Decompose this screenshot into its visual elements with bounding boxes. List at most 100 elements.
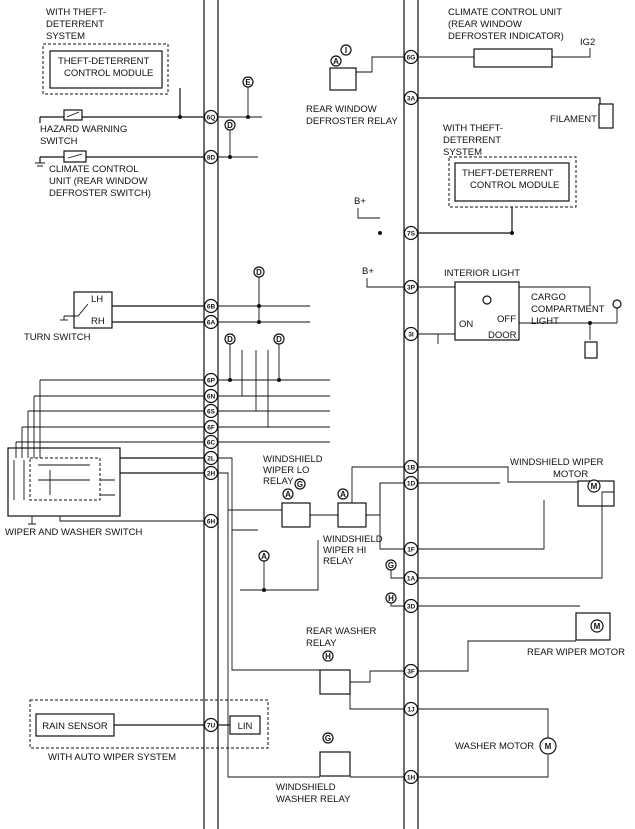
connector-3a: 3A <box>403 90 419 106</box>
wiper-motor-group: WINDSHIELD WIPER MOTOR M <box>418 457 615 579</box>
rain-sensor-group: RAIN SENSOR LIN WITH AUTO WIPER SYSTEM <box>29 699 269 763</box>
svg-text:6H: 6H <box>207 519 216 526</box>
svg-text:LIGHT: LIGHT <box>531 316 559 327</box>
svg-text:3F: 3F <box>407 669 415 676</box>
connector-3f: 3F <box>403 663 419 679</box>
svg-text:A: A <box>333 57 339 66</box>
connector-1d: 1D <box>403 475 419 491</box>
svg-text:3D: 3D <box>407 604 416 611</box>
svg-text:M: M <box>591 482 598 491</box>
interior-light-group: B+ INTERIOR LIGHT ON OFF DOOR CARGO COMP… <box>362 266 622 359</box>
svg-text:A: A <box>261 552 267 561</box>
svg-text:3A: 3A <box>407 96 416 103</box>
svg-text:D: D <box>276 335 282 344</box>
connector-1b: 1B <box>403 459 419 475</box>
connector-6h: 6H <box>203 513 219 529</box>
svg-text:WASHER MOTOR: WASHER MOTOR <box>455 741 534 752</box>
connector-3p: 3P <box>403 279 419 295</box>
connector-6q: 6Q <box>203 109 219 125</box>
rear-wiper-motor-group: M REAR WIPER MOTOR <box>418 605 625 672</box>
svg-text:CLIMATE CONTROL: CLIMATE CONTROL <box>49 164 139 175</box>
svg-text:B+: B+ <box>354 196 366 207</box>
theft-module-left-group: WITH THEFT- DETERRENT SYSTEM THEFT-DETER… <box>42 7 181 117</box>
svg-text:G: G <box>325 734 331 743</box>
svg-text:G: G <box>297 480 303 489</box>
svg-text:2L: 2L <box>207 456 215 463</box>
svg-text:ON: ON <box>459 319 473 330</box>
svg-text:FILAMENT: FILAMENT <box>550 114 597 125</box>
turn-switch-group: LH RH TURN SWITCH <box>24 291 204 343</box>
svg-text:SYSTEM: SYSTEM <box>443 147 482 158</box>
svg-text:WITH THEFT-: WITH THEFT- <box>443 123 503 134</box>
connector-1h: 1H <box>403 769 419 785</box>
connector-6p: 6P <box>203 372 219 388</box>
svg-text:RELAY: RELAY <box>323 556 354 567</box>
svg-text:A: A <box>285 490 291 499</box>
svg-text:WITH AUTO WIPER SYSTEM: WITH AUTO WIPER SYSTEM <box>48 752 176 763</box>
svg-text:D: D <box>256 268 262 277</box>
svg-text:UNIT (REAR WINDOW: UNIT (REAR WINDOW <box>49 176 148 187</box>
svg-text:RH: RH <box>91 316 105 327</box>
svg-text:RELAY: RELAY <box>306 638 337 649</box>
svg-text:IG2: IG2 <box>580 37 595 48</box>
theft-module-right-group: WITH THEFT- DETERRENT SYSTEM THEFT-DETER… <box>354 123 577 234</box>
connector-1a: 1A <box>403 570 419 586</box>
svg-text:WINDSHIELD WIPER: WINDSHIELD WIPER <box>510 457 604 468</box>
svg-text:REAR WIPER MOTOR: REAR WIPER MOTOR <box>527 647 625 658</box>
svg-text:WITH THEFT-: WITH THEFT- <box>46 7 106 18</box>
svg-text:6F: 6F <box>207 425 215 432</box>
svg-text:DOOR: DOOR <box>488 330 517 341</box>
svg-text:THEFT-DETERRENT: THEFT-DETERRENT <box>58 56 150 67</box>
svg-text:3P: 3P <box>407 285 416 292</box>
svg-text:6B: 6B <box>207 304 216 311</box>
svg-text:2H: 2H <box>207 471 216 478</box>
svg-text:1D: 1D <box>407 481 416 488</box>
svg-text:H: H <box>325 652 331 661</box>
connector-3d: 3D <box>403 598 419 614</box>
svg-text:7U: 7U <box>207 723 216 730</box>
connector-6b: 6B <box>203 298 219 314</box>
svg-text:6Q: 6Q <box>207 115 216 122</box>
svg-text:DEFROSTER SWITCH): DEFROSTER SWITCH) <box>49 188 151 199</box>
svg-text:REAR WASHER: REAR WASHER <box>306 626 377 637</box>
connector-6g: 6G <box>403 49 419 65</box>
svg-text:3I: 3I <box>408 332 414 339</box>
connector-3i: 3I <box>403 326 419 342</box>
connector-8d: 8D <box>203 149 219 165</box>
svg-text:1J: 1J <box>407 707 415 714</box>
svg-text:SWITCH: SWITCH <box>40 136 78 147</box>
svg-text:LIN: LIN <box>238 721 253 732</box>
svg-text:DETERRENT: DETERRENT <box>46 19 104 30</box>
svg-text:REAR WINDOW: REAR WINDOW <box>306 104 377 115</box>
connector-6c: 6C <box>203 434 219 450</box>
svg-text:6P: 6P <box>207 378 216 385</box>
svg-text:A: A <box>340 490 346 499</box>
svg-text:6S: 6S <box>207 409 216 416</box>
svg-text:I: I <box>345 46 347 55</box>
svg-text:OFF: OFF <box>497 314 516 325</box>
svg-text:8D: 8D <box>207 155 216 162</box>
svg-text:6A: 6A <box>207 320 216 327</box>
hazard-switch-group: HAZARD WARNING SWITCH <box>39 109 204 147</box>
svg-text:D: D <box>227 121 233 130</box>
svg-text:SYSTEM: SYSTEM <box>46 31 85 42</box>
rear-defroster-group: A I REAR WINDOW DEFROSTER RELAY CLIMATE … <box>306 7 614 129</box>
svg-text:CONTROL MODULE: CONTROL MODULE <box>470 180 559 191</box>
washer-motor-group: M WASHER MOTOR <box>418 708 557 778</box>
svg-text:WASHER RELAY: WASHER RELAY <box>276 794 351 805</box>
svg-text:RELAY: RELAY <box>263 476 294 487</box>
svg-text:WIPER LO: WIPER LO <box>263 465 309 476</box>
svg-text:THEFT-DETERRENT: THEFT-DETERRENT <box>462 168 554 179</box>
connector-2h: 2H <box>203 465 219 481</box>
svg-text:DETERRENT: DETERRENT <box>443 135 501 146</box>
svg-text:CLIMATE CONTROL UNIT: CLIMATE CONTROL UNIT <box>448 7 562 18</box>
connectors-left: 6Q 8D 6B 6A 6P 6N 6S 6F 6C 2L 2H 6H 7U <box>203 109 219 733</box>
svg-text:HAZARD WARNING: HAZARD WARNING <box>40 124 127 135</box>
climate-switch-group: CLIMATE CONTROL UNIT (REAR WINDOW DEFROS… <box>35 150 204 199</box>
connector-2l: 2L <box>203 450 219 466</box>
svg-text:6N: 6N <box>207 394 216 401</box>
svg-text:H: H <box>388 594 394 603</box>
svg-text:6C: 6C <box>207 440 216 447</box>
svg-text:LH: LH <box>91 294 103 305</box>
